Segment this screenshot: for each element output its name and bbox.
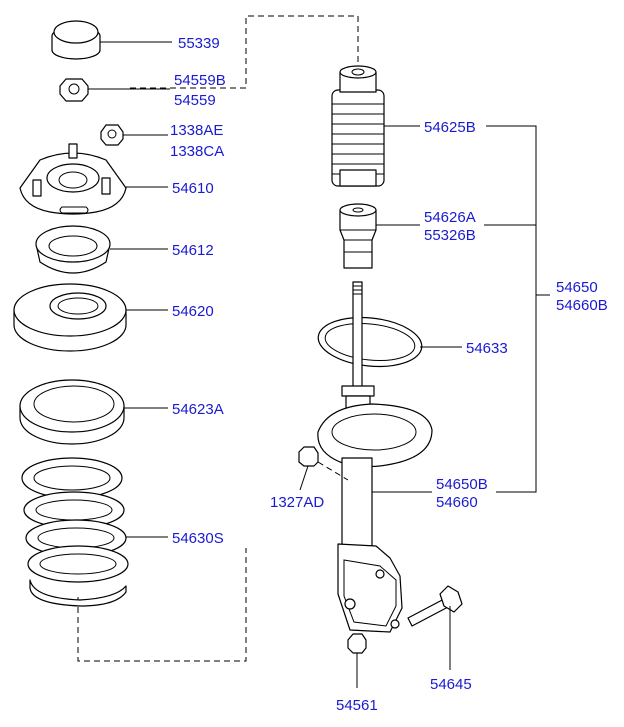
part-54559b-nut: [59, 78, 89, 102]
part-54610-mount: [19, 143, 127, 215]
part-54626a-bump-stopper: [339, 203, 377, 269]
label-54623a: 54623A: [172, 401, 224, 418]
part-54650b-strut: [317, 281, 433, 633]
part-1327ad-nut: [298, 446, 319, 467]
label-54561: 54561: [336, 697, 378, 714]
leader-1327ad-dash: [317, 461, 349, 481]
label-54559: 54559: [174, 92, 216, 109]
label-54612: 54612: [172, 242, 214, 259]
label-54620: 54620: [172, 303, 214, 320]
bracket-54650: [486, 125, 537, 493]
label-54630s: 54630S: [172, 530, 224, 547]
label-54650b: 54650B: [436, 476, 488, 493]
part-54612-bearing: [35, 225, 111, 274]
label-54633: 54633: [466, 340, 508, 357]
part-54630s-coil-spring: [21, 457, 129, 607]
label-54650: 54650: [556, 279, 598, 296]
assembly-dashed-line-top: [130, 15, 359, 89]
part-54561-nut: [347, 633, 367, 654]
label-54626a: 54626A: [424, 209, 476, 226]
part-55339-cap: [51, 20, 101, 60]
part-54645-bolt: [407, 585, 463, 627]
part-54625b-dust-boot: [331, 65, 385, 187]
label-1338ca: 1338CA: [170, 143, 224, 160]
leader-1327ad: [299, 465, 309, 491]
label-55339: 55339: [178, 35, 220, 52]
label-54660: 54660: [436, 494, 478, 511]
label-54660b: 54660B: [556, 297, 608, 314]
part-1338ae-nut: [100, 124, 124, 146]
label-1327ad: 1327AD: [270, 494, 324, 511]
label-54645: 54645: [430, 676, 472, 693]
part-54623a-pad: [19, 379, 125, 445]
label-54625b: 54625B: [424, 119, 476, 136]
label-54559b: 54559B: [174, 72, 226, 89]
label-1338ae: 1338AE: [170, 122, 223, 139]
part-54633-insulator: [317, 316, 423, 368]
label-54610: 54610: [172, 180, 214, 197]
label-55326b: 55326B: [424, 227, 476, 244]
part-54620-seat: [13, 283, 127, 352]
assembly-dashed-line-bottom: [77, 548, 247, 662]
